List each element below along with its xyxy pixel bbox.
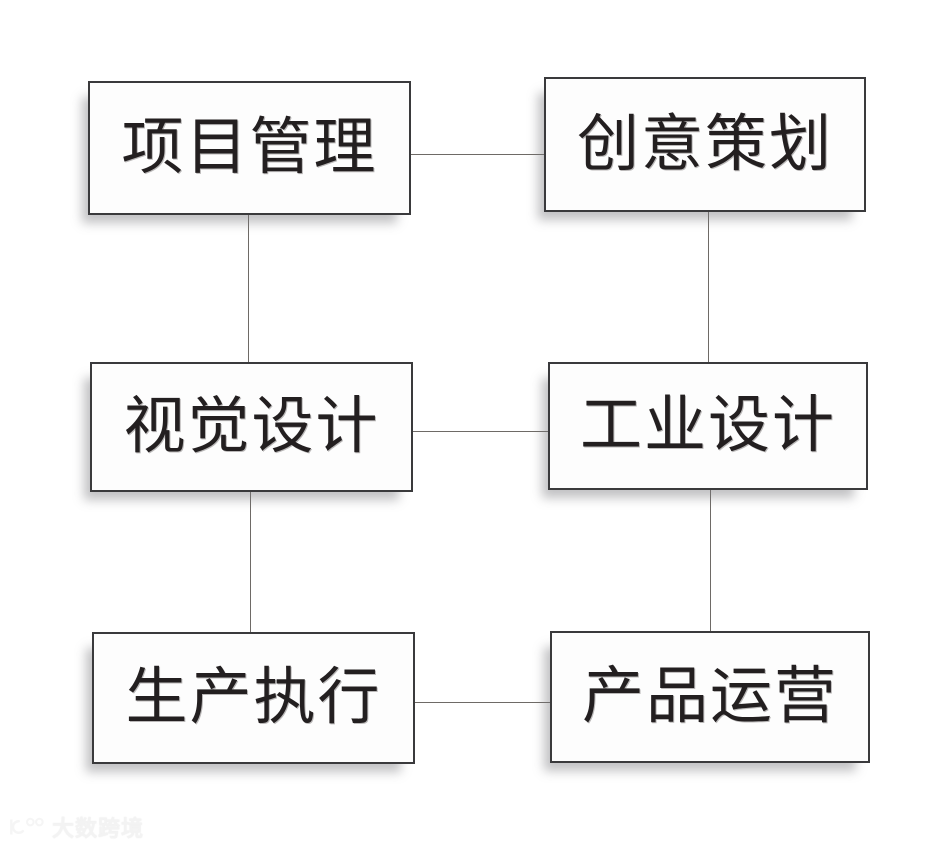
connector-industrial-design-to-product-operations bbox=[710, 490, 711, 631]
node-industrial-design[interactable]: 工业设计 bbox=[548, 362, 868, 490]
node-project-management[interactable]: 项目管理 bbox=[88, 81, 411, 215]
node-label: 工业设计 bbox=[579, 391, 836, 460]
node-visual-design[interactable]: 视觉设计 bbox=[90, 362, 413, 492]
node-label: 产品运营 bbox=[581, 662, 838, 731]
node-label: 创意策划 bbox=[576, 109, 833, 179]
connector-visual-design-to-industrial-design bbox=[413, 431, 548, 432]
node-label: 视觉设计 bbox=[123, 392, 380, 461]
watermark-text: 大数跨境 bbox=[52, 816, 145, 841]
brand-logo-icon bbox=[10, 817, 44, 835]
node-creative-planning[interactable]: 创意策划 bbox=[544, 77, 866, 212]
node-label: 项目管理 bbox=[121, 113, 378, 182]
node-label: 生产执行 bbox=[125, 663, 382, 732]
connector-project-management-to-creative-planning bbox=[411, 154, 544, 155]
connector-project-management-to-visual-design bbox=[248, 215, 249, 362]
watermark: 大数跨境 bbox=[8, 811, 144, 843]
connector-visual-design-to-production-execution bbox=[250, 492, 251, 633]
connector-creative-planning-to-industrial-design bbox=[708, 212, 709, 362]
node-product-operations[interactable]: 产品运营 bbox=[550, 631, 870, 763]
node-production-execution[interactable]: 生产执行 bbox=[92, 632, 415, 764]
connector-production-execution-to-product-operations bbox=[415, 702, 550, 703]
